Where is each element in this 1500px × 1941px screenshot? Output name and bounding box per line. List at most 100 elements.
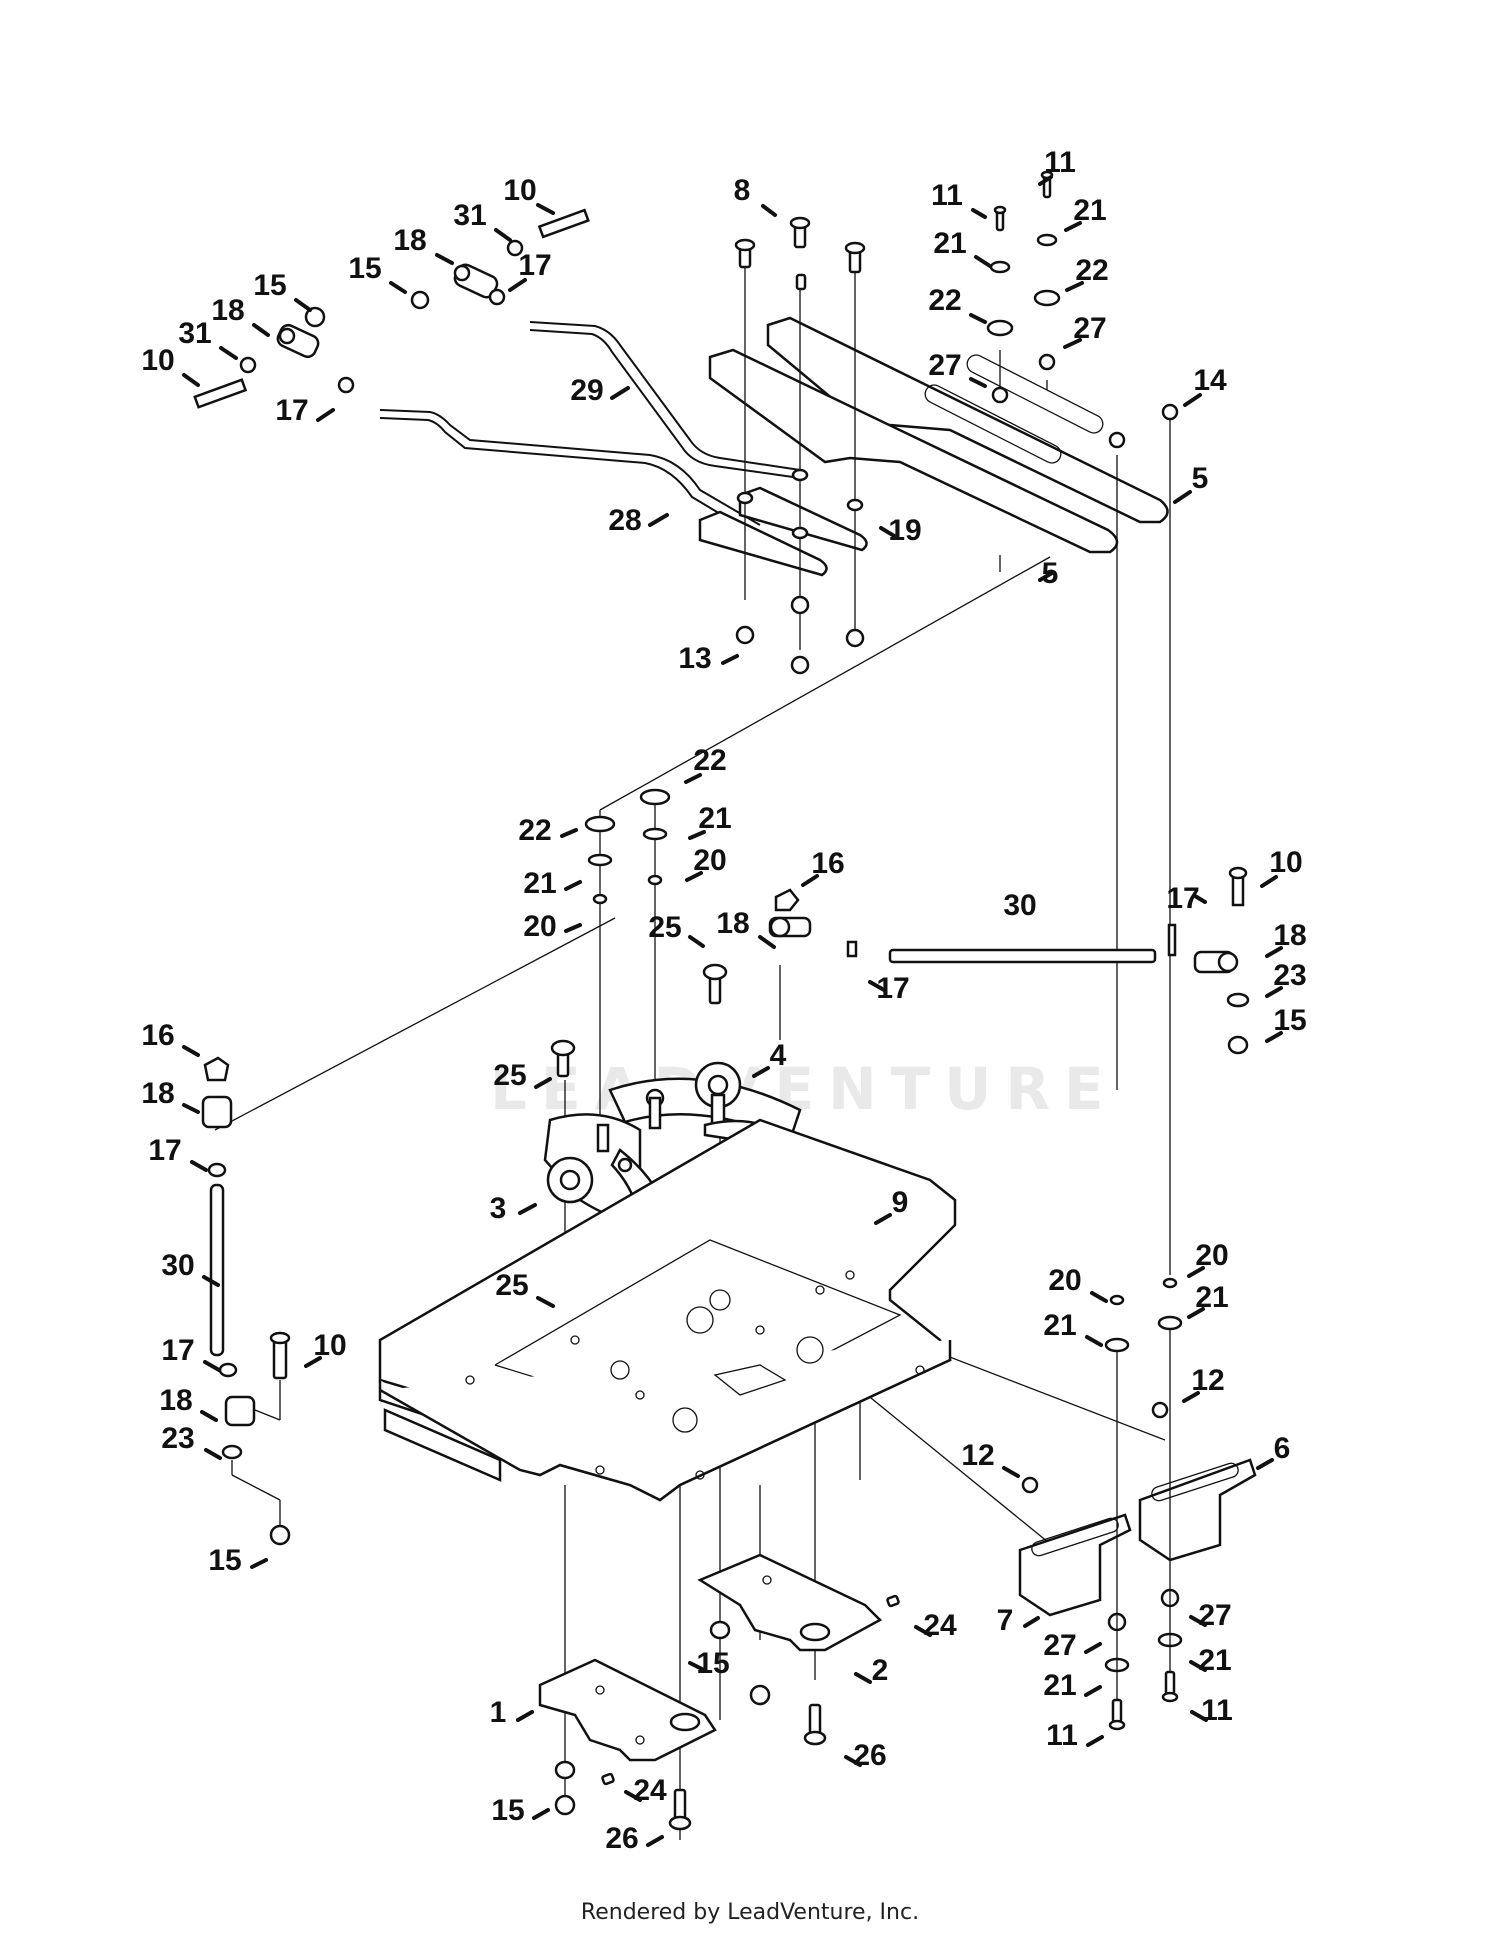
hardware-right-mid (1226, 866, 1250, 1055)
callout-number-21: 21 (1043, 1669, 1076, 1702)
leader-line (190, 1160, 208, 1172)
callout-number-6: 6 (1274, 1432, 1291, 1465)
leader-line (1002, 1466, 1020, 1478)
leader-line (969, 377, 987, 388)
leader-line (868, 980, 886, 992)
callout-number-27: 27 (1073, 312, 1106, 345)
callout-number-16: 16 (141, 1019, 174, 1052)
callout-number-11: 11 (1044, 146, 1076, 179)
callout-number-1: 1 (490, 1696, 507, 1729)
callout-number-25: 25 (495, 1269, 528, 1302)
leader-line (969, 313, 987, 324)
callout-number-10: 10 (141, 344, 174, 377)
leader-line (182, 1045, 200, 1057)
leader-line (536, 203, 555, 215)
leader-line (1183, 393, 1202, 407)
callout-number-7: 7 (997, 1604, 1014, 1637)
callout-number-10: 10 (503, 174, 536, 207)
callout-number-12: 12 (961, 1439, 994, 1472)
leader-line (1086, 1735, 1104, 1747)
callout-number-27: 27 (928, 349, 961, 382)
callout-number-15: 15 (208, 1544, 241, 1577)
callout-number-21: 21 (1198, 1644, 1231, 1677)
callout-number-22: 22 (693, 744, 726, 777)
callout-number-18: 18 (141, 1077, 174, 1110)
slotted-bracket-7 (1018, 1513, 1132, 1617)
leader-line (844, 1755, 862, 1767)
callout-number-31: 31 (453, 199, 486, 232)
callout-number-27: 27 (1198, 1599, 1231, 1632)
leader-line (801, 874, 819, 887)
callout-number-30: 30 (1003, 889, 1036, 922)
callout-number-10: 10 (1269, 846, 1302, 879)
washers-mid (584, 788, 671, 905)
callout-number-2: 2 (872, 1654, 889, 1687)
callout-number-11: 11 (931, 179, 963, 212)
callout-number-18: 18 (159, 1384, 192, 1417)
callout-number-27: 27 (1043, 1629, 1076, 1662)
slotted-bracket-6 (1138, 1458, 1257, 1562)
callout-number-9: 9 (892, 1186, 909, 1219)
callout-number-21: 21 (1195, 1281, 1228, 1314)
leader-line (1193, 894, 1207, 904)
callout-number-21: 21 (933, 227, 966, 260)
leader-line (536, 1296, 555, 1308)
callout-number-30: 30 (161, 1249, 194, 1282)
leader-line (304, 1356, 322, 1368)
leader-line (914, 1625, 932, 1637)
callout-number-21: 21 (1043, 1309, 1076, 1342)
callout-number-17: 17 (161, 1334, 194, 1367)
leader-line (685, 871, 703, 882)
leader-line (1038, 175, 1053, 186)
rod-end-18-mid (768, 888, 1239, 974)
leader-line (688, 830, 706, 840)
leader-line (532, 1808, 550, 1820)
leader-line (1260, 875, 1278, 888)
footer-credit: Rendered by LeadVenture, Inc. (580, 1900, 920, 1925)
leader-line (1189, 1660, 1207, 1672)
leader-line (688, 935, 705, 948)
callout-number-22: 22 (928, 284, 961, 317)
callout-number-19: 19 (888, 514, 921, 547)
callout-number-15: 15 (1273, 1004, 1306, 1037)
leader-line (688, 1661, 706, 1672)
callout-number-20: 20 (693, 844, 726, 877)
callout-number-3: 3 (490, 1192, 507, 1225)
leader-line (1065, 281, 1084, 292)
callout-number-15: 15 (491, 1794, 524, 1827)
callout-number-15: 15 (696, 1647, 729, 1680)
leader-line (646, 1835, 664, 1847)
leader-line (435, 253, 454, 265)
leader-line (648, 513, 669, 527)
leader-line (1187, 1266, 1205, 1278)
leader-line (202, 1275, 220, 1287)
callout-number-18: 18 (716, 907, 749, 940)
leader-line (203, 1360, 221, 1372)
leader-line (252, 323, 270, 337)
leader-line (610, 386, 630, 400)
callout-number-31: 31 (178, 317, 211, 350)
callout-number-23: 23 (1273, 959, 1306, 992)
leader-line (219, 346, 238, 360)
leader-line (758, 935, 776, 949)
callout-number-20: 20 (1195, 1239, 1228, 1272)
leader-line (1187, 1307, 1205, 1319)
leader-line (624, 1790, 642, 1802)
hardware-right-lower (1021, 1277, 1183, 1731)
leader-line (508, 278, 527, 292)
callout-number-23: 23 (161, 1422, 194, 1455)
leader-line (752, 1066, 770, 1078)
callout-number-18: 18 (211, 294, 244, 327)
callout-number-17: 17 (1166, 882, 1199, 915)
callout-number-18: 18 (1273, 919, 1306, 952)
leader-line (494, 228, 512, 242)
callout-number-12: 12 (1191, 1364, 1224, 1397)
cross-rod-30 (888, 948, 1157, 964)
leader-line (761, 204, 777, 217)
leader-line (516, 1710, 534, 1722)
leader-line (971, 208, 987, 219)
leader-line (1064, 221, 1082, 232)
callout-number-26: 26 (605, 1822, 638, 1855)
